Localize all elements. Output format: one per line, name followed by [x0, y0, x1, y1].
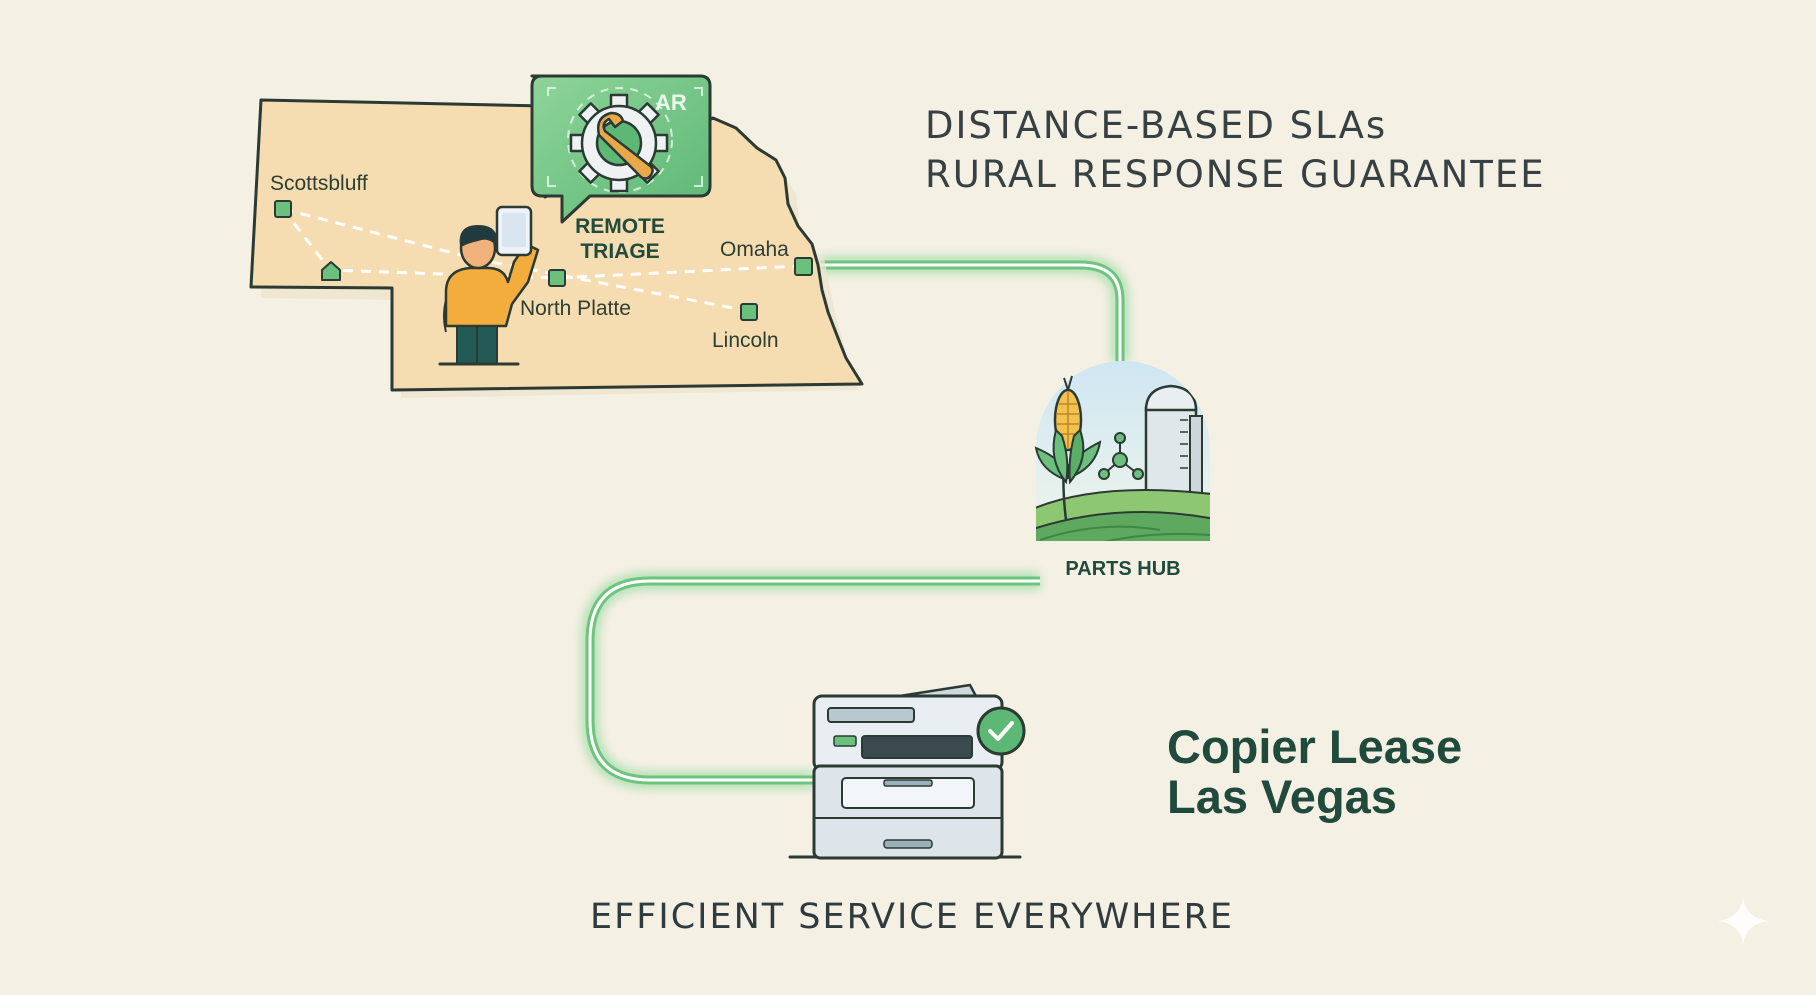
- callout-label-line1: REMOTE: [575, 215, 665, 238]
- copier-icon: [788, 683, 1022, 860]
- brand-name: Copier Lease Las Vegas: [1167, 722, 1462, 822]
- city-marker-scottsbluff: [274, 200, 292, 218]
- city-label-omaha: Omaha: [720, 238, 789, 261]
- city-label-north-platte: North Platte: [520, 297, 631, 320]
- city-label-scottsbluff: Scottsbluff: [270, 172, 368, 195]
- tagline: EFFICIENT SERVICE EVERYWHERE: [590, 897, 1235, 937]
- remote-triage-callout: AR: [530, 74, 712, 224]
- brand-line1: Copier Lease: [1167, 720, 1463, 773]
- house-marker-icon: [321, 261, 341, 281]
- tablet-icon: [495, 205, 533, 257]
- headline-line1: DISTANCE-BASED SLAs: [925, 104, 1388, 147]
- corn-icon: [1034, 375, 1102, 521]
- headline: DISTANCE-BASED SLAs RURAL RESPONSE GUARA…: [925, 101, 1546, 199]
- city-marker-lincoln: [740, 303, 758, 321]
- parts-hub-illustration: [1034, 361, 1210, 541]
- route-line-hub-to-copier: [581, 572, 1040, 789]
- gear-wrench-icon: [569, 93, 669, 193]
- city-marker-north-platte: [548, 269, 566, 287]
- sparkle-icon: [1718, 898, 1768, 944]
- city-label-lincoln: Lincoln: [712, 329, 779, 352]
- technician-figure: [438, 224, 540, 366]
- brand-line2: Las Vegas: [1167, 770, 1397, 823]
- callout-label-line2: TRIAGE: [580, 240, 659, 263]
- city-marker-omaha: [794, 257, 813, 276]
- headline-line2: RURAL RESPONSE GUARANTEE: [925, 153, 1546, 196]
- checkmark-icon: [976, 706, 1026, 756]
- silo-icon: [1144, 384, 1203, 500]
- route-line-map-to-hub: [820, 256, 1129, 362]
- ar-badge: AR: [655, 90, 687, 115]
- parts-hub-label: PARTS HUB: [1065, 558, 1180, 580]
- network-node-icon: [1098, 432, 1144, 480]
